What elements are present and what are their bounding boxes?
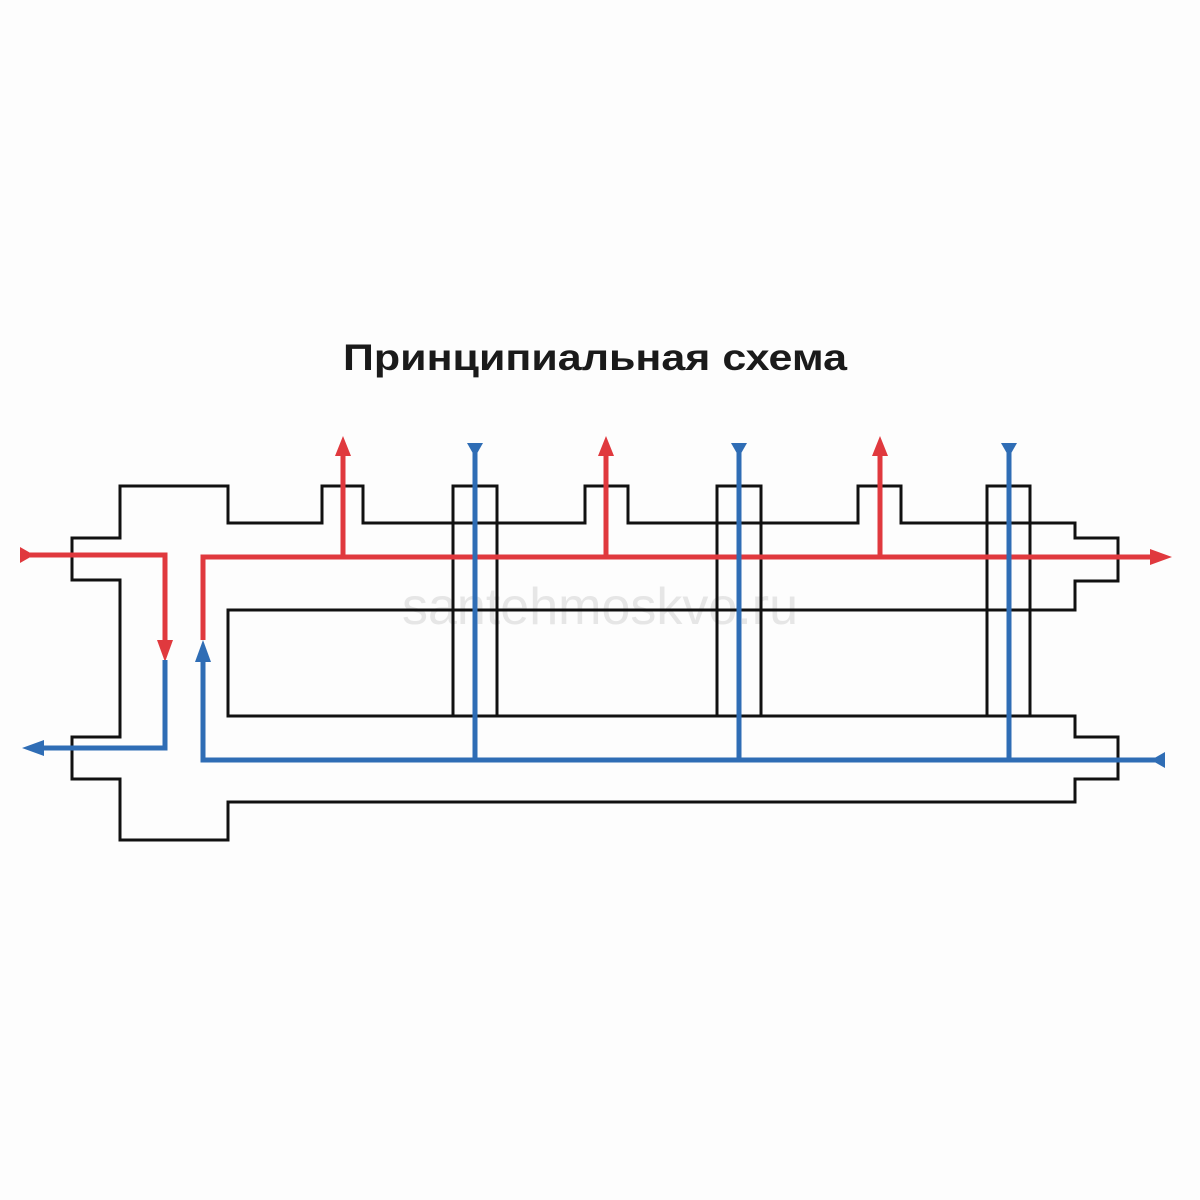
return-tail-icon bbox=[467, 443, 483, 457]
return-tail-icon bbox=[1001, 443, 1017, 457]
return-outlet-line bbox=[40, 660, 168, 751]
return-tail-icon bbox=[731, 443, 747, 457]
page-title: Принципиальная схема bbox=[343, 337, 847, 378]
manifold-body-outline bbox=[70, 484, 1120, 842]
arrow-down-icon bbox=[157, 640, 173, 662]
arrow-up-icon bbox=[335, 436, 351, 456]
return-inlet-tail-icon bbox=[1151, 752, 1165, 768]
arrow-up-icon bbox=[195, 640, 211, 662]
arrow-up-icon bbox=[598, 436, 614, 456]
return-flow bbox=[22, 443, 1165, 768]
return-header-line bbox=[200, 660, 1160, 763]
arrow-left-icon bbox=[22, 740, 44, 756]
supply-inlet-tail-icon bbox=[20, 547, 34, 563]
supply-inlet-line bbox=[30, 552, 168, 645]
supply-flow bbox=[20, 436, 1172, 662]
arrow-right-icon bbox=[1150, 549, 1172, 565]
arrow-up-icon bbox=[872, 436, 888, 456]
supply-header-line bbox=[200, 554, 1155, 640]
watermark: santehmoskvo.ru bbox=[402, 578, 798, 636]
